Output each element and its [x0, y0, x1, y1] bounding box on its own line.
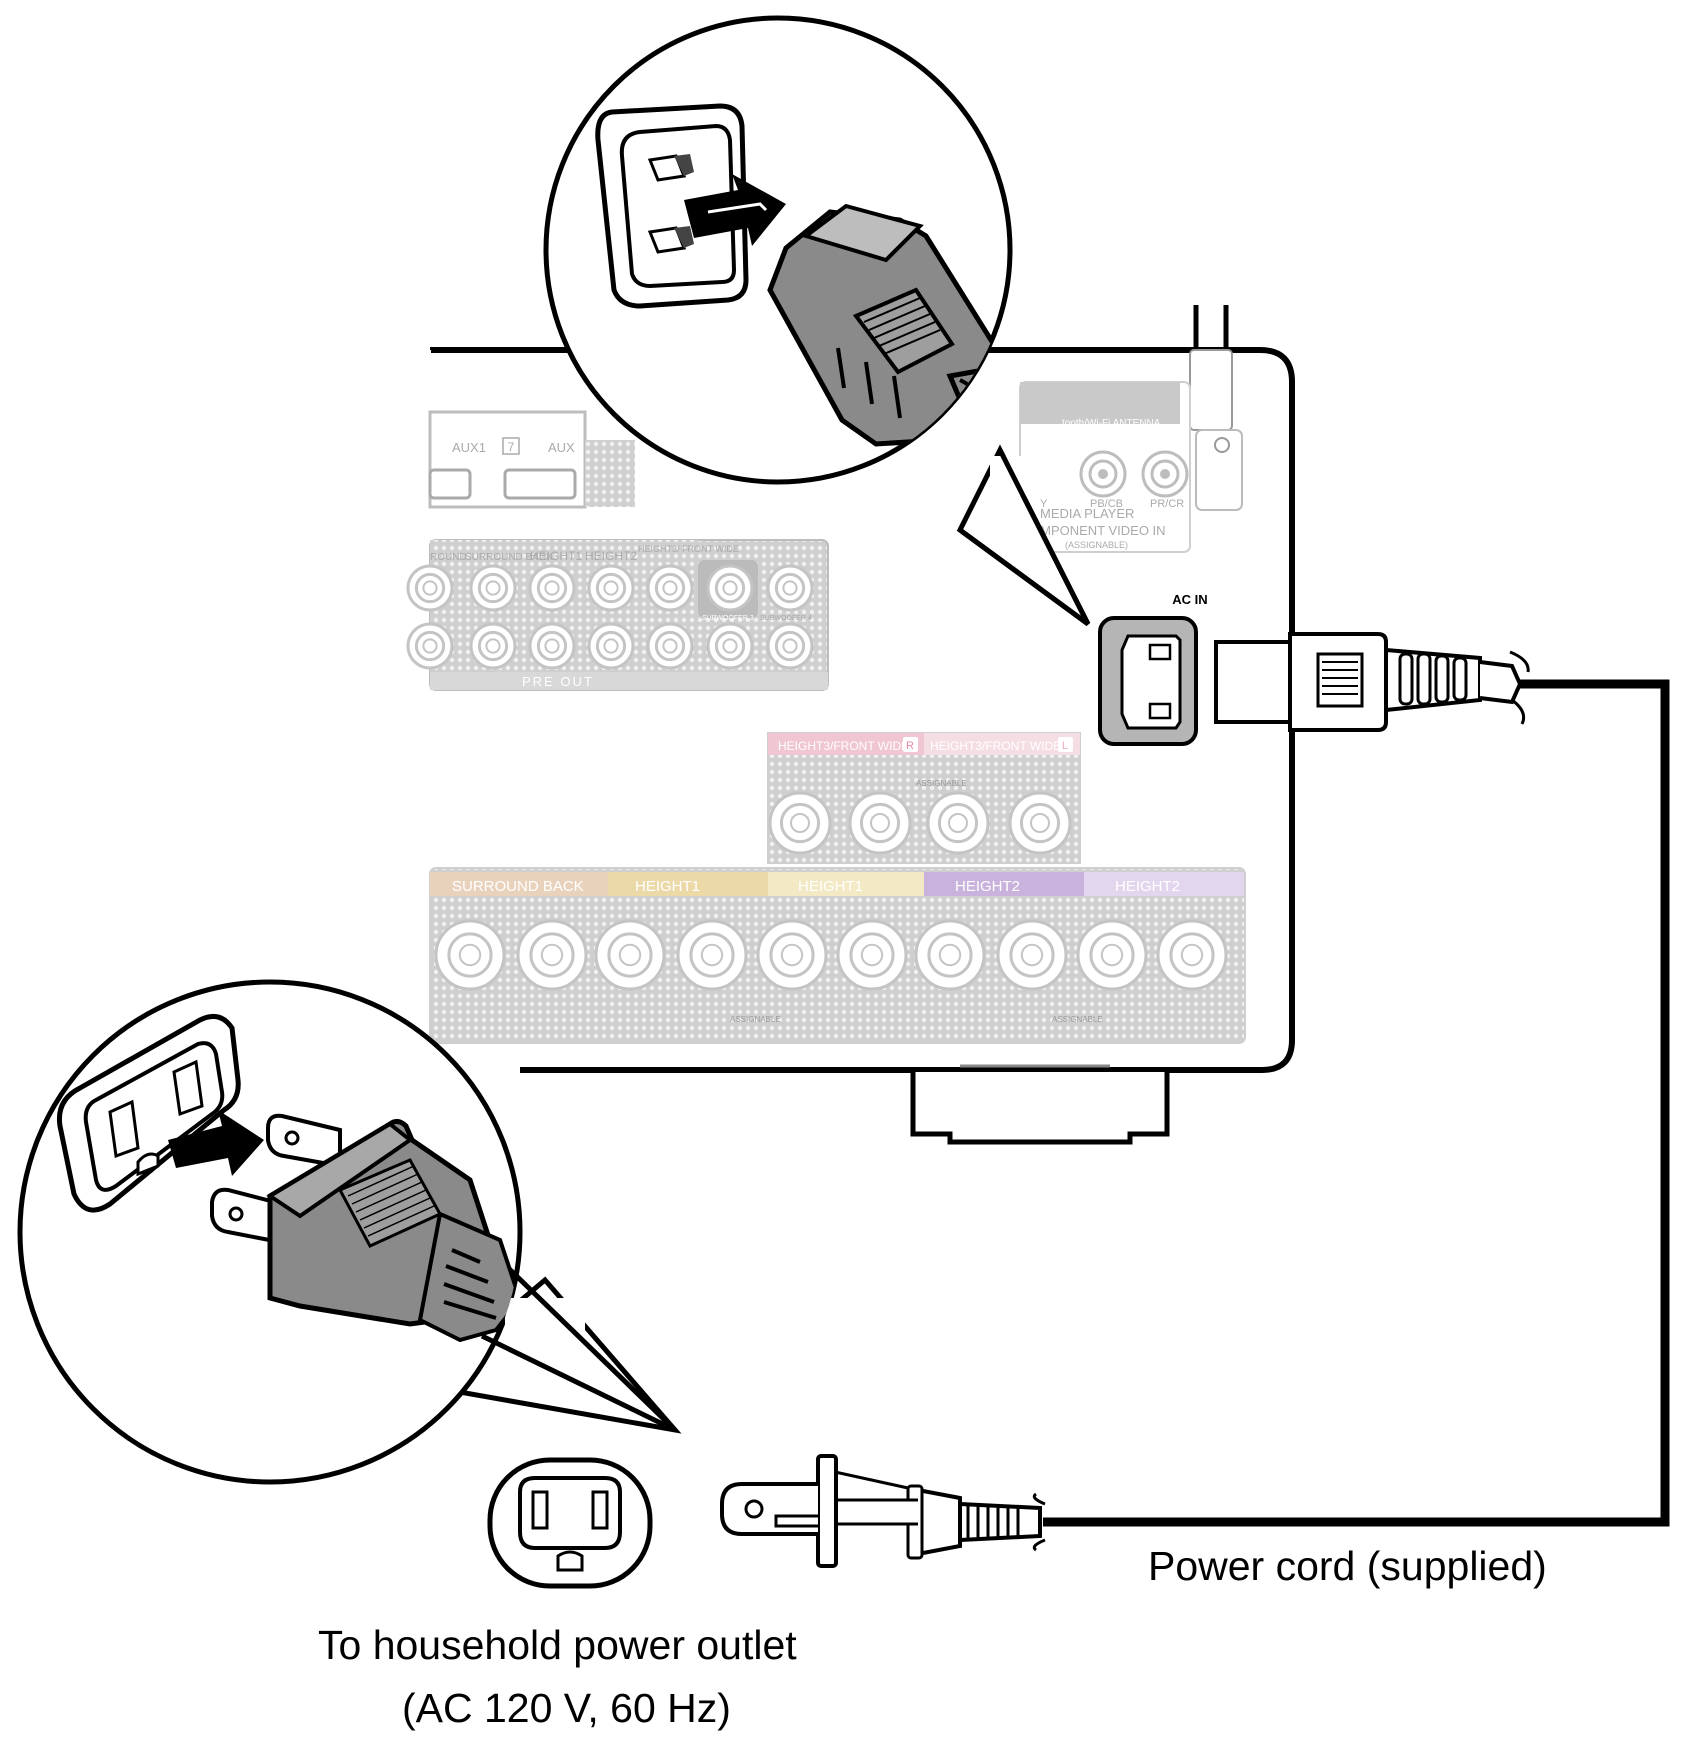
- pre-out-jack: [766, 564, 814, 612]
- pre-out-title: PRE OUT: [522, 674, 594, 689]
- pre-out-label-2: SURROUND BACK: [465, 552, 553, 563]
- speaker-terminal: [996, 919, 1068, 991]
- sub3-label: SUBWOOFER 3: [702, 615, 754, 622]
- outlet-caption-line2: (AC 120 V, 60 Hz): [402, 1685, 731, 1731]
- pre-out-jack: [406, 622, 454, 670]
- height3-assignable: ASSIGNABLE: [916, 779, 967, 788]
- height2-r-label: HEIGHT2: [955, 878, 1020, 895]
- speaker-terminal: [676, 919, 748, 991]
- speaker-terminal: [594, 919, 666, 991]
- pre-out-jack: [528, 622, 576, 670]
- pre-out-jack: [587, 622, 635, 670]
- assignable-label: (ASSIGNABLE): [1065, 540, 1128, 550]
- height1-r-band: [608, 872, 768, 896]
- jack-pb-label: PB/CB: [1090, 498, 1123, 510]
- height3-l-band: [924, 733, 1080, 755]
- speaker-terminal: [914, 919, 986, 991]
- pre-out-jack: [469, 564, 517, 612]
- pre-out-jack: [706, 564, 754, 612]
- receiver-rear-panel: AUX1 7 AUX ROUND SURROUND BACK HEIGHT1 H…: [406, 305, 1295, 1145]
- power-cord: [487, 632, 1670, 1589]
- aux1-label: AUX1: [452, 440, 486, 455]
- height1-l-label: HEIGHT1: [798, 878, 863, 895]
- assignable-2: ASSIGNABLE: [1052, 1015, 1103, 1024]
- height3-terminals: [768, 791, 1072, 855]
- jack-y-label: Y: [1040, 498, 1048, 510]
- pre-out-label-5: HEIGHT3/ FRONT WIDE: [638, 544, 739, 554]
- speaker-terminal: [1156, 919, 1228, 991]
- pre-out-label-3: HEIGHT1: [530, 549, 582, 563]
- pre-out-jack: [706, 622, 754, 670]
- speaker-terminal: [1076, 919, 1148, 991]
- speaker-terminal: [516, 919, 588, 991]
- pre-out-jack: [406, 564, 454, 612]
- pre-out-jack: [766, 622, 814, 670]
- height3-l-label: HEIGHT3/FRONT WIDE: [930, 739, 1061, 753]
- height1-l-band: [768, 872, 924, 896]
- pre-out-label-1: ROUND: [430, 552, 467, 563]
- height3-r-badge: R: [906, 740, 914, 752]
- speaker-terminal: [836, 919, 908, 991]
- pre-out-jack: [646, 564, 694, 612]
- antenna-label: tooth/Wi-Fi ANTENNA: [1062, 418, 1161, 429]
- height3-r-band: [768, 733, 924, 755]
- height2-l-label: HEIGHT2: [1115, 878, 1180, 895]
- media-player-label: MEDIA PLAYER: [1040, 506, 1134, 521]
- height2-l-band: [1084, 872, 1244, 896]
- aux-label: AUX: [548, 440, 575, 455]
- component-video-label: OMPONENT VIDEO IN: [1030, 523, 1166, 538]
- speaker-terminal: [434, 919, 506, 991]
- height1-r-label: HEIGHT1: [635, 878, 700, 895]
- ac-in-zoom-callout: [543, 15, 1091, 627]
- outlet-caption-line1: To household power outlet: [318, 1622, 797, 1668]
- assignable-1: ASSIGNABLE: [730, 1015, 781, 1024]
- pre-out-jack: [587, 564, 635, 612]
- pre-out-jacks: [406, 564, 814, 670]
- pre-out-label-4: HEIGHT2: [585, 549, 637, 563]
- component-jacks: [1079, 450, 1189, 498]
- power-cord-caption: Power cord (supplied): [1148, 1543, 1547, 1589]
- speaker-terminal: [756, 919, 828, 991]
- speaker-terminal: [848, 791, 912, 855]
- speaker-terminal: [1008, 791, 1072, 855]
- height2-r-band: [924, 872, 1084, 896]
- outlet-zoom-callout: [17, 979, 682, 1485]
- pre-out-jack: [528, 564, 576, 612]
- main-speaker-terminals: [434, 919, 1228, 991]
- speaker-terminal: [768, 791, 832, 855]
- input-7-label: 7: [508, 440, 515, 454]
- pre-out-jack: [646, 622, 694, 670]
- height3-r-label: HEIGHT3/FRONT WIDE: [778, 739, 909, 753]
- speaker-terminal: [926, 791, 990, 855]
- height3-l-badge: L: [1062, 740, 1068, 752]
- pre-out-jack: [469, 622, 517, 670]
- sub4-label: SUBWOOFER 4: [760, 615, 812, 622]
- ac-in-label: AC IN: [1172, 592, 1207, 607]
- jack-pr-label: PR/CR: [1150, 498, 1184, 510]
- wall-outlet: [487, 1457, 653, 1589]
- surround-back-band: [430, 872, 608, 896]
- surround-back-label: SURROUND BACK: [452, 878, 584, 895]
